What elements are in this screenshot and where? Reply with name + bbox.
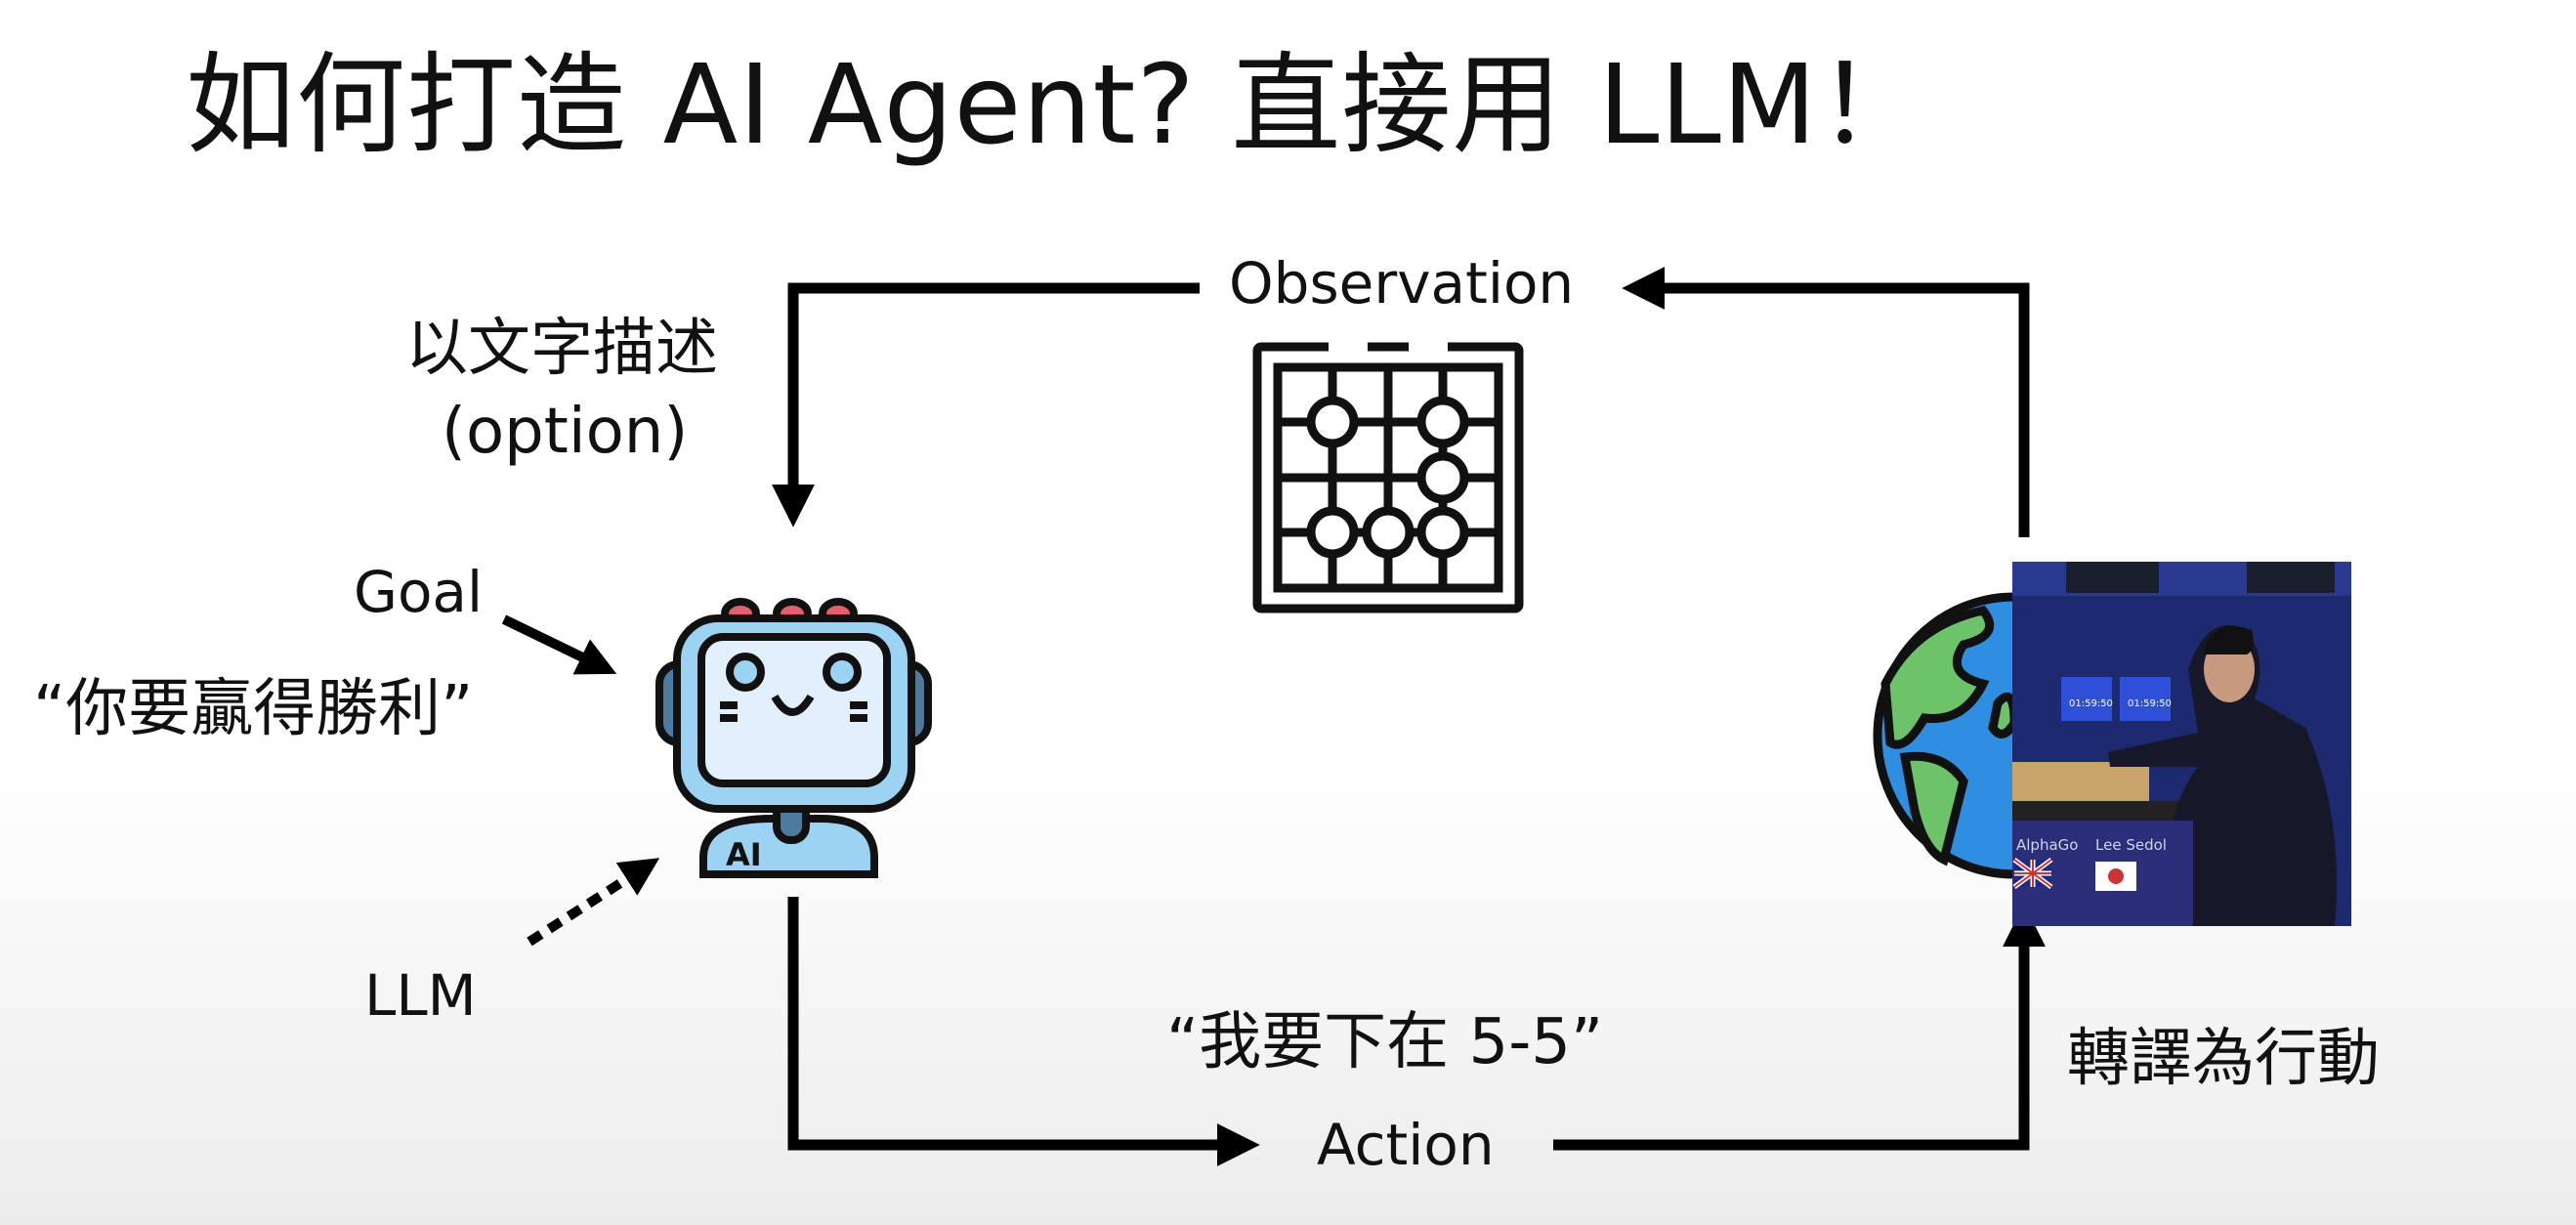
action-arrow-right: [1553, 904, 2046, 1151]
observation-arrow-right: [1622, 267, 2030, 537]
goal-label: Goal: [354, 559, 484, 625]
observation-arrow-left: [772, 282, 1200, 528]
observation-note-line2: (option): [442, 396, 689, 468]
observation-label: Observation: [1229, 250, 1575, 317]
action-arrow-left: [787, 897, 1260, 1166]
name-alphago: AlphaGo: [2016, 836, 2078, 854]
robot-badge: AI: [726, 836, 762, 873]
match-scene: 01:59:50 01:59:50 AlphaGo Lee Sedol: [2012, 562, 2351, 926]
observation-note-line1: 以文字描述: [405, 313, 718, 385]
go-board-icon: [1252, 341, 1524, 613]
robot-icon: [655, 598, 932, 878]
action-label: Action: [1317, 1112, 1495, 1178]
llm-dotted-arrow: [527, 858, 660, 947]
slide-title: 如何打造 AI Agent? 直接用 LLM！: [186, 42, 1928, 169]
alphago-match-photo: 01:59:50 01:59:50 AlphaGo Lee Sedol: [2012, 562, 2351, 926]
goal-arrow: [501, 614, 617, 675]
clock-right: 01:59:50: [2128, 698, 2172, 709]
clock-left: 01:59:50: [2069, 698, 2113, 709]
translate-label: 轉譯為行動: [2067, 1023, 2380, 1095]
action-utterance: “我要下在 5-5”: [1166, 1006, 1604, 1078]
goal-text: “你要贏得勝利”: [33, 673, 474, 745]
llm-label: LLM: [364, 962, 477, 1029]
name-lee-sedol: Lee Sedol: [2095, 836, 2167, 854]
